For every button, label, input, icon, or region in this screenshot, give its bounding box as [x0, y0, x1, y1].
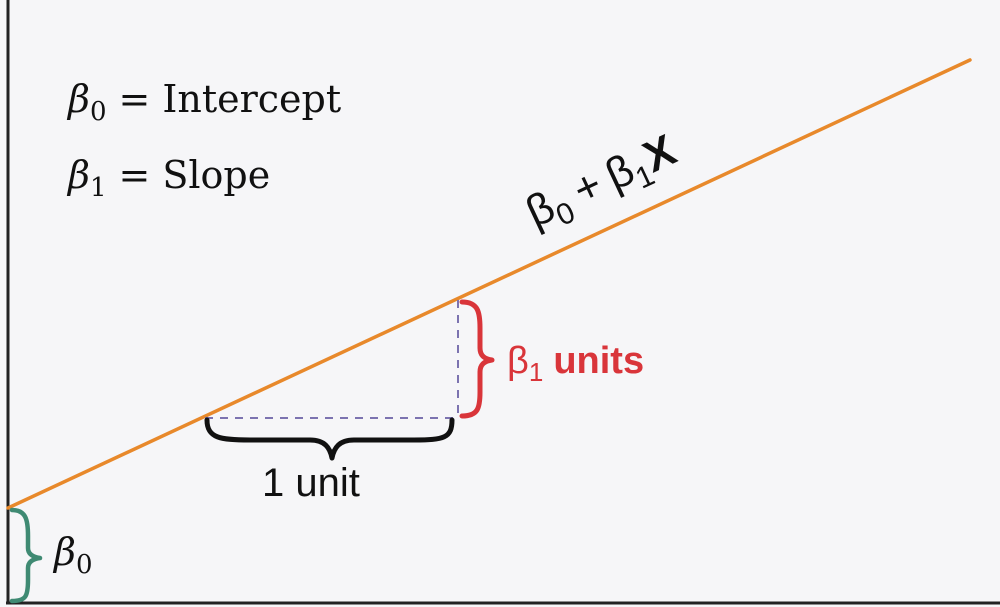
intercept-definition: β0=Intercept — [66, 77, 341, 127]
svg-text:β0+β1X: β0+β1X — [519, 125, 687, 243]
run-brace — [204, 417, 455, 461]
intercept-label: β0 — [52, 530, 93, 580]
regression-line — [6, 58, 972, 510]
intercept-brace — [9, 507, 43, 604]
run-label: 1 unit — [262, 461, 360, 505]
line-equation-label: β0+β1X — [519, 125, 687, 243]
slope-definition: β1=Slope — [66, 153, 270, 203]
rise-brace — [459, 299, 495, 419]
